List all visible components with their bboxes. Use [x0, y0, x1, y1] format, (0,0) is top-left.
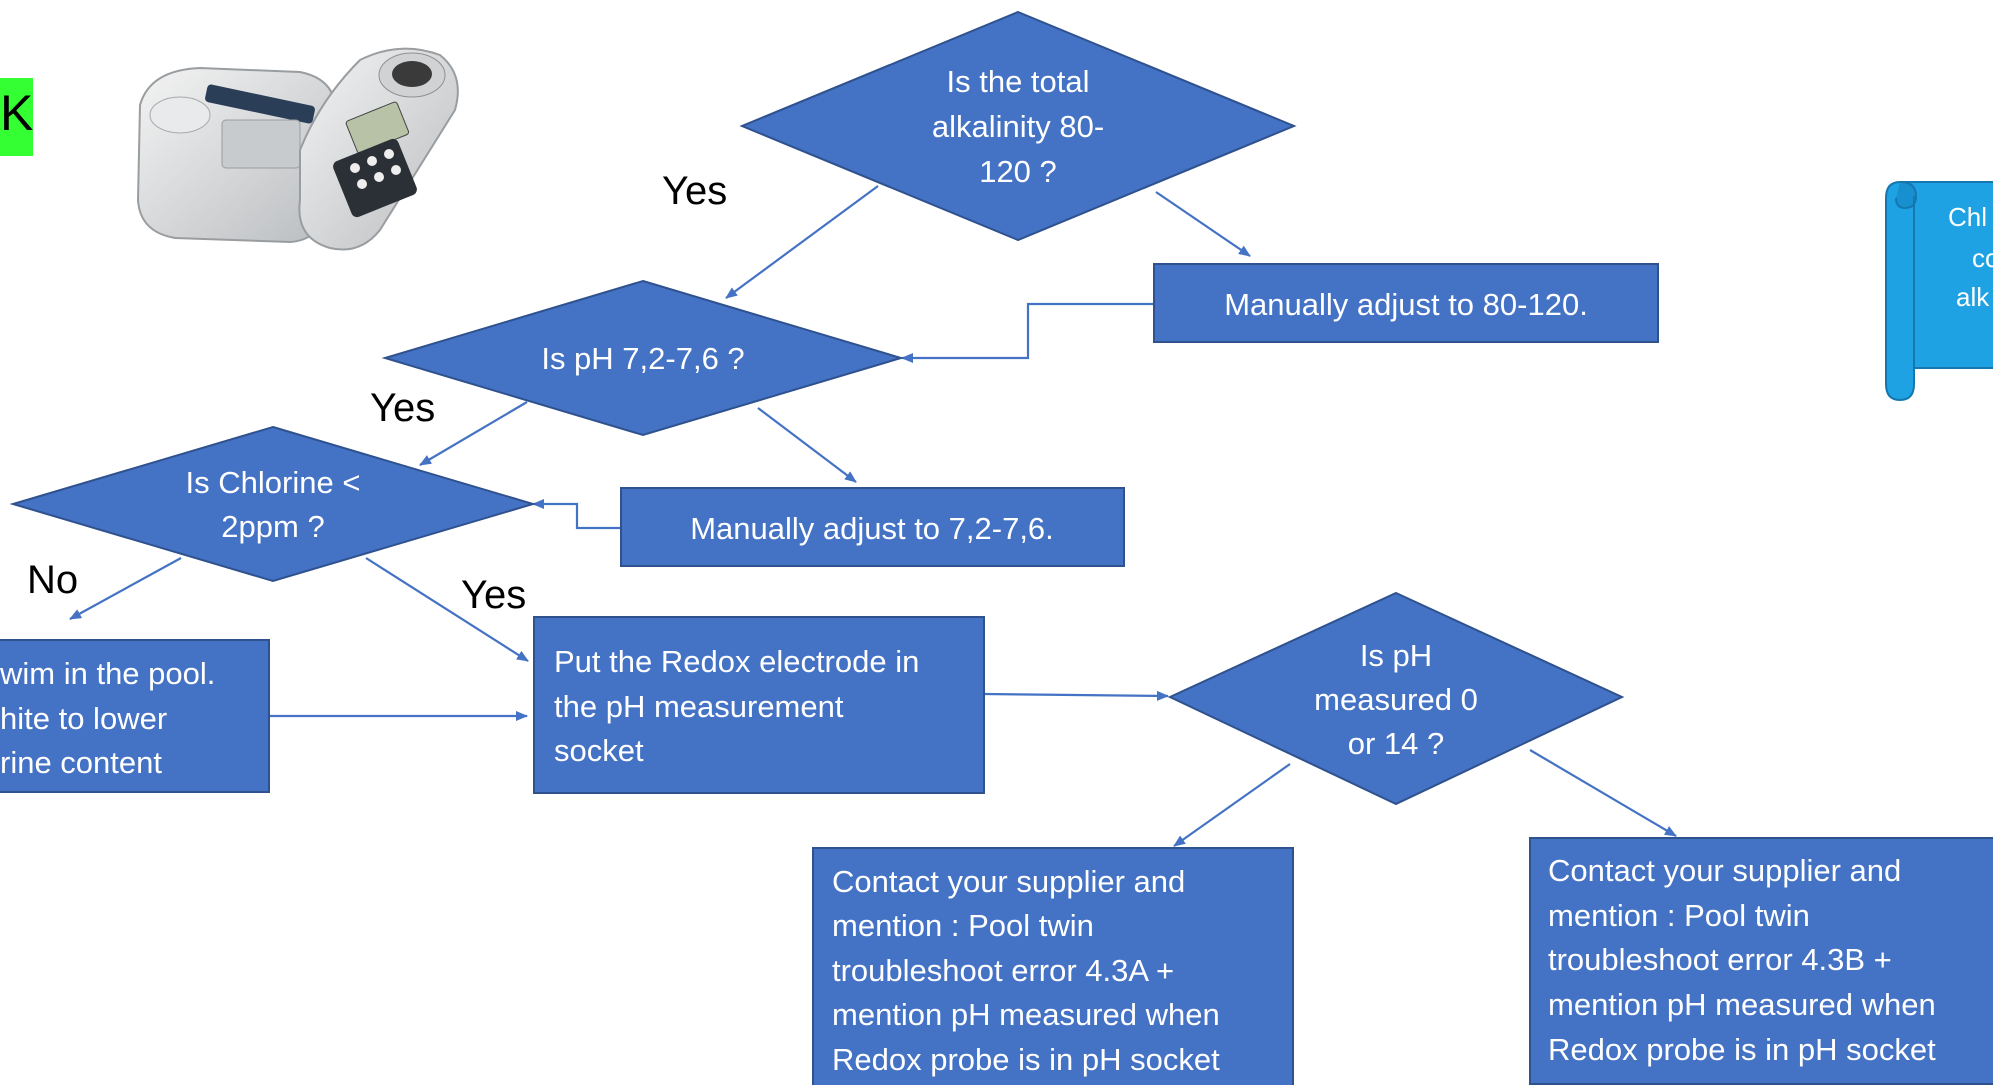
box-adjust-ph-line: Manually adjust to 7,2-7,6.: [690, 511, 1054, 546]
scroll-note-line: alk: [1956, 282, 1990, 312]
edge-alkalinity-to-adjust: [1155, 191, 1251, 257]
box-contact-b-line: mention : Pool twin: [1548, 898, 1810, 933]
edge-label-yes: Yes: [461, 573, 526, 617]
box-swim-line: hite to lower: [0, 701, 167, 736]
box-contact-a-line: Contact your supplier and: [832, 864, 1185, 899]
box-redox: Put the Redox electrode in the pH measur…: [533, 616, 985, 794]
edge-ph-measured-to-contact-a: [1173, 763, 1291, 847]
box-adjust-ph: Manually adjust to 7,2-7,6.: [620, 487, 1125, 567]
decision-alkalinity: Is the total alkalinity 80- 120 ?: [739, 10, 1297, 242]
header-tag-text: K: [0, 85, 33, 141]
box-swim: wim in the pool. hite to lower rine cont…: [0, 639, 270, 793]
edge-ph-to-adjust: [757, 407, 857, 483]
edge-chlorine-to-swim: [69, 557, 182, 620]
decision-alkalinity-line: Is the total: [946, 64, 1089, 99]
decision-ph-measured: Is pH measured 0 or 14 ?: [1167, 591, 1625, 806]
box-contact-a: Contact your supplier and mention : Pool…: [812, 847, 1294, 1085]
box-redox-line: Put the Redox electrode in: [554, 644, 919, 679]
box-contact-b-line: mention pH measured when: [1548, 987, 1936, 1022]
edge-ph-to-chlorine: [419, 401, 528, 466]
scroll-note: Chl co alk: [1885, 181, 1993, 402]
edge-label-yes: Yes: [370, 386, 435, 430]
box-swim-line: wim in the pool.: [0, 656, 215, 691]
decision-alkalinity-line: alkalinity 80-: [932, 109, 1104, 144]
decision-ph-measured-line: measured 0: [1314, 682, 1478, 717]
decision-chlorine: Is Chlorine < 2ppm ?: [9, 425, 537, 583]
pool-tester-image: [136, 47, 459, 251]
box-contact-a-line: Redox probe is in pH socket: [832, 1042, 1220, 1077]
box-adjust-alkalinity: Manually adjust to 80-120.: [1153, 263, 1659, 343]
box-contact-a-line: troubleshoot error 4.3A +: [832, 953, 1174, 988]
edge-adjust-ph-to-chlorine: [532, 499, 621, 530]
edge-label-no: No: [27, 558, 78, 602]
box-redox-line: socket: [554, 733, 644, 768]
header-tag: K: [0, 78, 33, 156]
box-contact-b-line: Contact your supplier and: [1548, 853, 1901, 888]
edge-label-yes: Yes: [662, 169, 727, 213]
edge-chlorine-to-redox: [365, 557, 529, 662]
decision-chlorine-line: 2ppm ?: [221, 509, 324, 544]
box-contact-b-line: troubleshoot error 4.3B +: [1548, 942, 1892, 977]
decision-ph-measured-line: or 14 ?: [1348, 726, 1445, 761]
edge-redox-to-ph-measured: [983, 690, 1169, 701]
decision-ph: Is pH 7,2-7,6 ?: [381, 279, 905, 437]
box-swim-line: rine content: [0, 745, 162, 780]
edge-ph-measured-to-contact-b: [1529, 749, 1677, 837]
box-adjust-alkalinity-line: Manually adjust to 80-120.: [1224, 287, 1588, 322]
connectors: [69, 185, 1677, 847]
box-contact-a-line: mention : Pool twin: [832, 908, 1094, 943]
decision-alkalinity-line: 120 ?: [979, 154, 1057, 189]
decision-ph-line: Is pH 7,2-7,6 ?: [541, 341, 744, 376]
box-contact-b-line: Redox probe is in pH socket: [1548, 1032, 1936, 1067]
box-redox-line: the pH measurement: [554, 689, 844, 724]
edge-adjust-alkalinity-to-ph: [901, 302, 1154, 363]
scroll-note-line: Chl: [1948, 202, 1987, 232]
box-contact-b: Contact your supplier and mention : Pool…: [1529, 837, 1993, 1085]
scroll-note-line: co: [1972, 243, 1993, 273]
edge-alkalinity-to-ph: [725, 185, 879, 299]
decision-chlorine-line: Is Chlorine <: [186, 465, 361, 500]
decision-ph-measured-line: Is pH: [1360, 638, 1432, 673]
box-contact-a-line: mention pH measured when: [832, 997, 1220, 1032]
